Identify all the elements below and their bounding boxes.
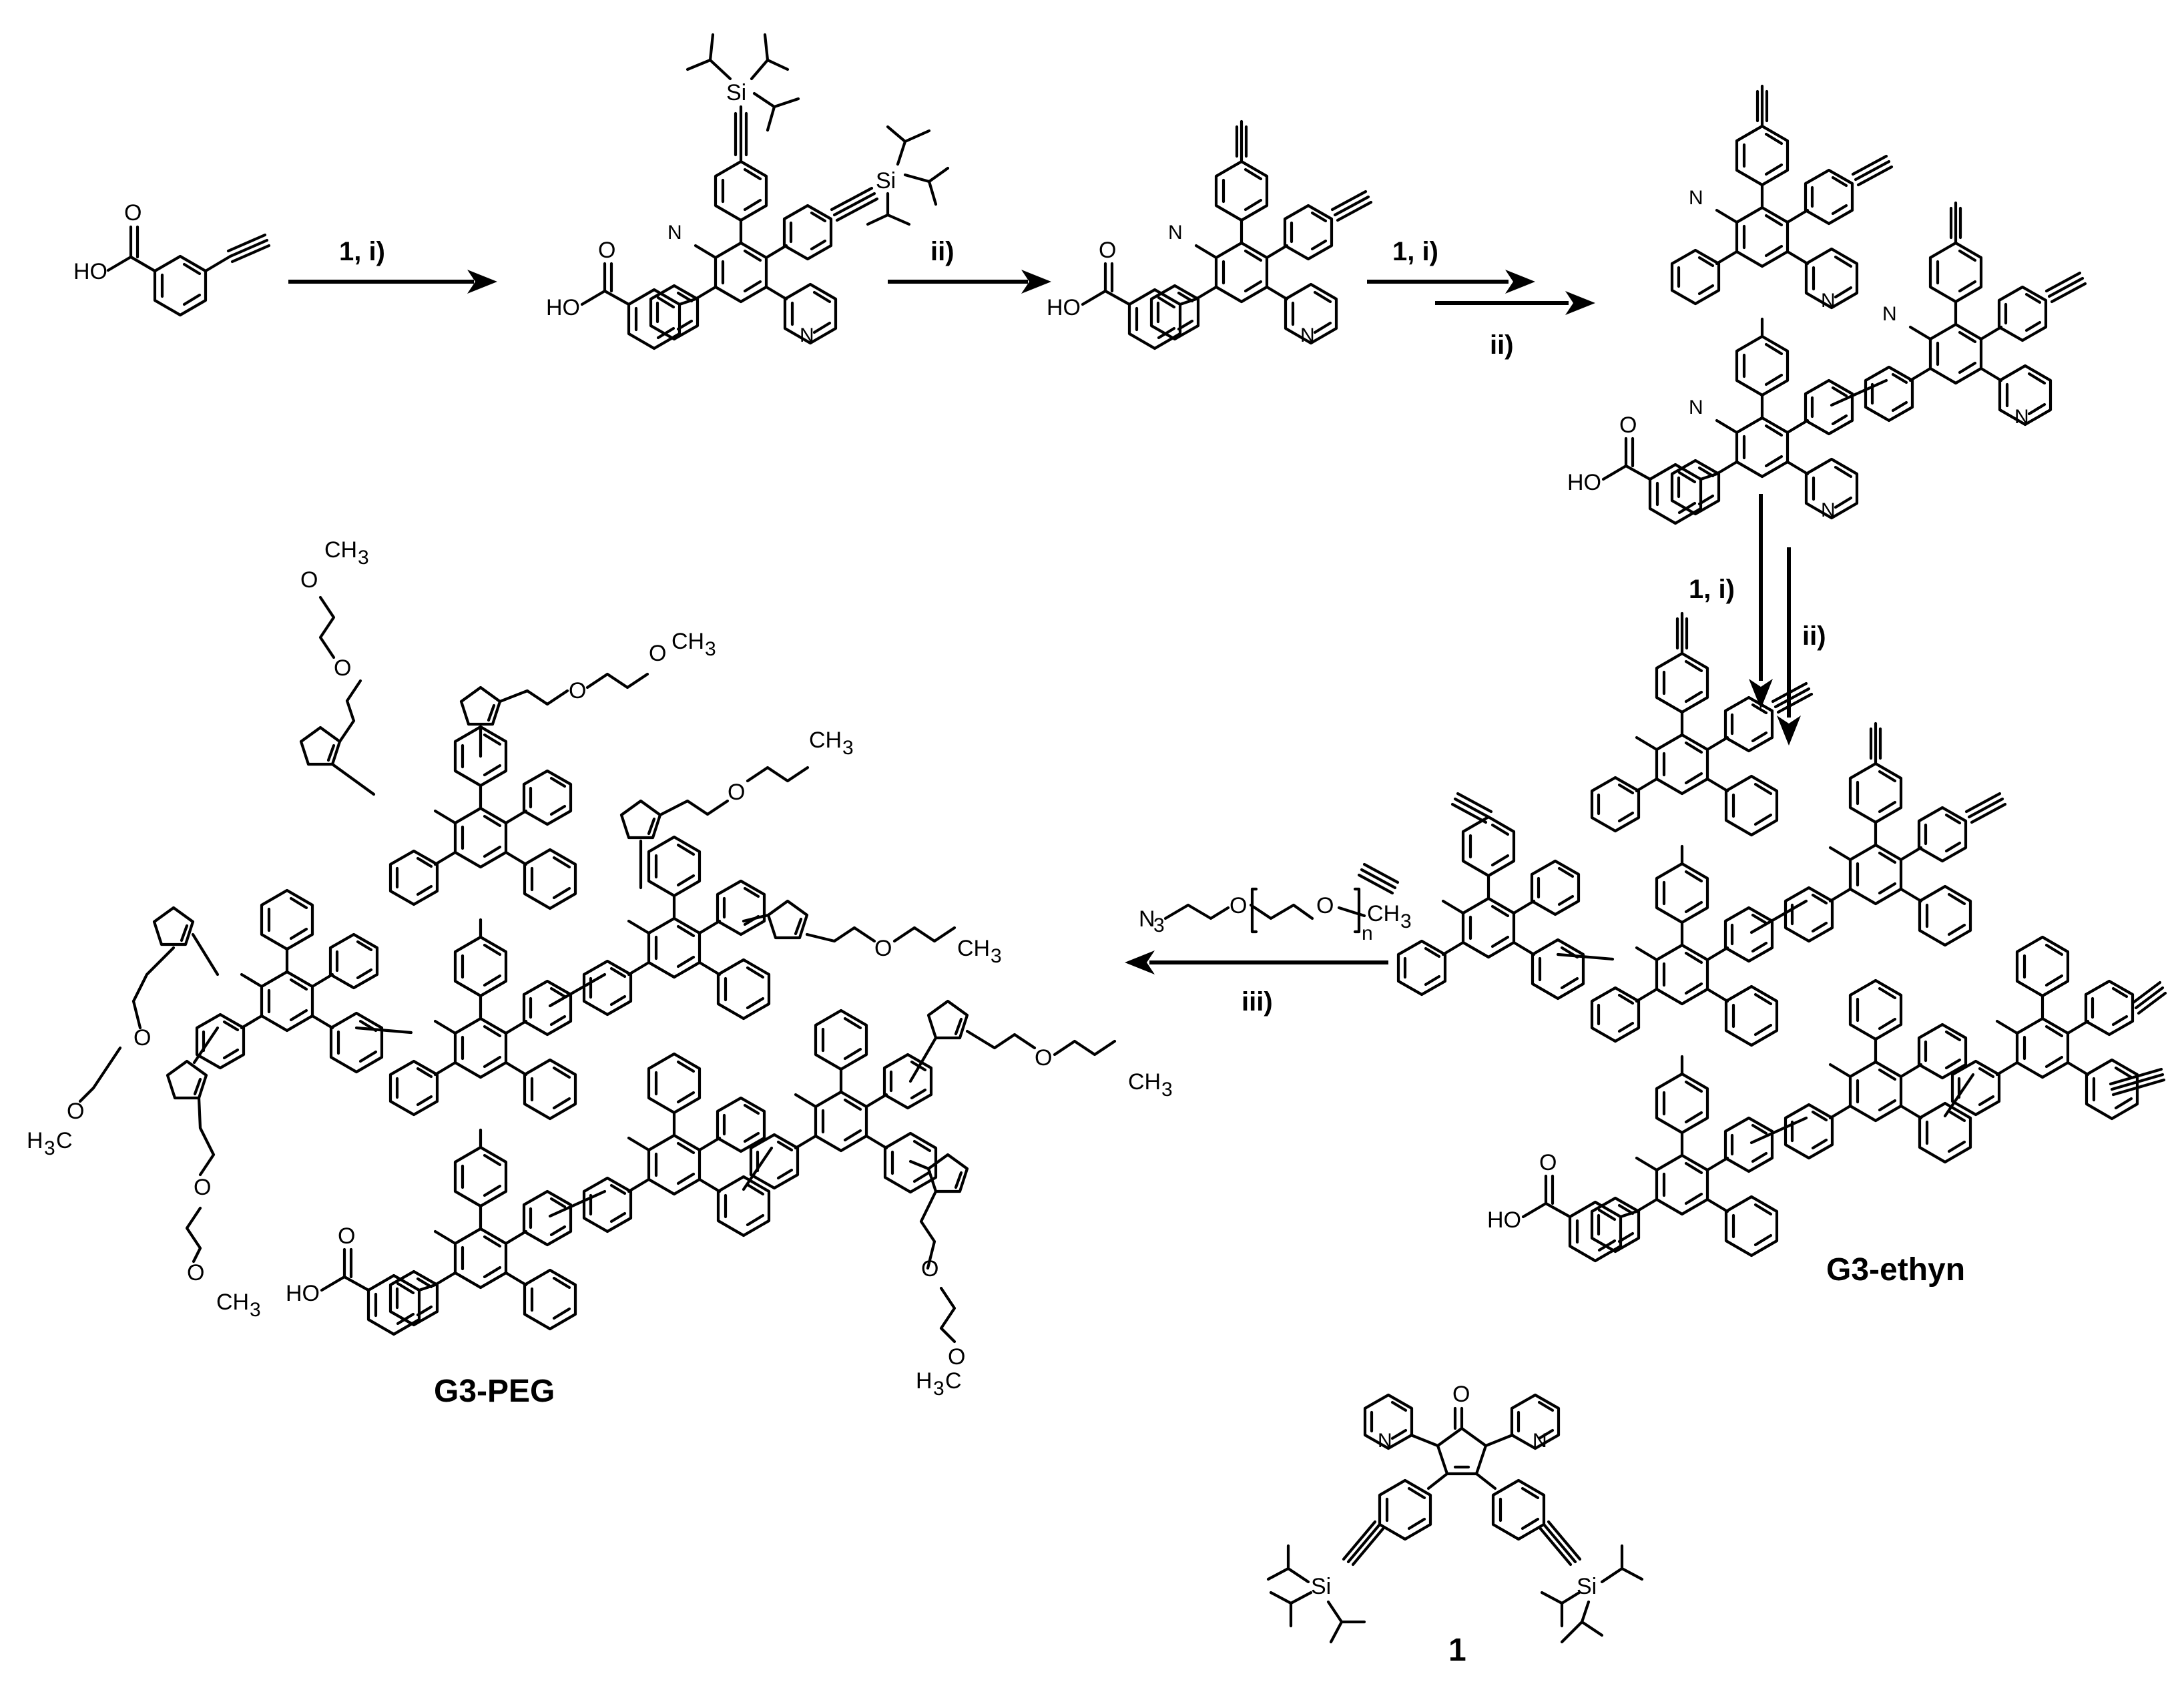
atom-hydroxyl-2: HO [546,295,580,320]
atom-methyl-left-sub-6: 3 [933,1378,944,1400]
atom-oxygen-3: O [1099,238,1116,263]
atom-oxygen-11: O [728,780,745,805]
atom-nitrogen-9: N [1882,303,1897,325]
atom-methyl-sub-2: 3 [358,547,369,569]
condition-step-2: ii) [930,237,954,266]
atom-methyl-left-7: H [27,1128,43,1153]
reagent-1-structure: O N N Si Si 1 [1266,1382,1644,1668]
atom-oxygen-8: O [649,641,666,666]
atom-nitrogen-reagent-1: N [1378,1430,1392,1452]
g3-peg-structure: O HO O O CH 3 O O CH 3 O CH [27,537,1173,1409]
atom-methyl-5: CH [1128,1069,1161,1095]
atom-oxygen-5: O [1539,1150,1557,1175]
peg-azide-reagent: N 3 O O n CH 3 [1139,887,1412,944]
atom-oxygen-19: O [187,1260,204,1286]
atom-methyl-8: CH [216,1290,249,1315]
start-material-structure: O HO [73,200,271,315]
reaction-arrow-5: iii) N 3 O O n CH 3 [1125,887,1412,1017]
atom-nitrogen-2: N [800,324,814,346]
atom-nitrogen-4: N [1300,324,1315,346]
atom-oxygen-7: O [569,678,586,703]
condition-step-5: iii) [1242,987,1273,1017]
reaction-arrow-4: 1, i) ii) [1689,494,1826,746]
atom-oxygen-16: O [133,1025,151,1051]
atom-nitrogen-10: N [2014,406,2029,428]
atom-oxygen-ketone: O [1452,1382,1470,1407]
condition-step-3b: ii) [1490,330,1514,360]
atom-methyl-left-c-6: C [945,1368,962,1394]
condition-step-3a: 1, i) [1392,237,1438,266]
atom-hydroxyl-5: HO [1487,1207,1521,1233]
atom-oxygen-10: O [300,567,318,593]
atom-methyl-sub-5: 3 [1161,1079,1173,1101]
g3-ethyn-structure: O HO G3-ethyn [1357,613,2167,1288]
atom-nitrogen-6: N [1821,499,1836,521]
atom-oxygen-18: O [194,1175,211,1200]
atom-nitrogen-5: N [1689,396,1703,418]
atom-methyl-left-c-7: C [56,1128,73,1153]
reaction-arrow-3: 1, i) ii) [1367,237,1595,360]
condition-step-1: 1, i) [339,237,385,266]
atom-oxygen-17: O [67,1099,84,1124]
atom-methyl-1: CH [671,629,704,654]
atom-methyl-3: CH [809,728,842,753]
label-reagent-1: 1 [1448,1633,1466,1668]
atom-nitrogen-1: N [667,222,682,244]
atom-oxygen-1: O [124,200,142,226]
atom-silicon-reagent-1: Si [1311,1574,1331,1599]
atom-methyl-left-6: H [916,1368,932,1394]
atom-hydroxyl-3: HO [1047,295,1081,320]
reagent-azide-sub: 3 [1153,914,1165,936]
atom-silicon-1: Si [726,80,746,105]
condition-step-4a: 1, i) [1689,575,1735,604]
g2-ethyn-structure: O HO N N N N N N [1567,86,2087,523]
atom-nitrogen-7: N [1689,187,1703,209]
atom-methyl-left-sub-7: 3 [44,1137,55,1159]
atom-methyl-sub-3: 3 [842,737,854,759]
atom-hydroxyl-4: HO [1567,470,1601,495]
atom-nitrogen-3: N [1168,222,1183,244]
reaction-arrow-2: ii) [888,237,1051,294]
intermediate-tips-structure: O HO N N Si Si [546,33,950,348]
atom-methyl-sub-1: 3 [705,638,716,660]
reagent-repeat-n: n [1362,922,1373,944]
atom-methyl-4: CH [957,936,990,961]
g1-ethyn-structure: O HO N N [1047,121,1373,348]
condition-step-4b: ii) [1802,621,1826,651]
atom-silicon-reagent-2: Si [1577,1574,1597,1599]
atom-methyl-2: CH [324,537,357,563]
atom-oxygen-9: O [334,655,351,681]
reagent-oxygen-2: O [1316,893,1334,918]
reagent-methyl-sub: 3 [1400,910,1412,932]
atom-nitrogen-reagent-2: N [1533,1430,1547,1452]
label-g3-peg: G3-PEG [434,1374,555,1409]
atom-oxygen-2: O [598,238,615,263]
atom-nitrogen-8: N [1821,290,1836,312]
atom-hydroxyl-6: HO [286,1281,320,1306]
atom-methyl-sub-4: 3 [991,945,1002,967]
atom-oxygen-15: O [948,1344,965,1370]
reaction-arrow-1: 1, i) [288,237,497,294]
reagent-methyl: CH [1367,901,1400,926]
atom-oxygen-6: O [338,1223,355,1249]
reagent-azide-n: N [1139,906,1155,932]
reagent-oxygen-1: O [1230,893,1247,918]
atom-oxygen-12: O [874,936,892,961]
atom-oxygen-14: O [921,1256,938,1282]
atom-oxygen-13: O [1035,1045,1052,1071]
atom-methyl-sub-8: 3 [250,1299,261,1321]
atom-hydroxyl-1: HO [73,259,107,284]
atom-oxygen-4: O [1619,412,1637,438]
atom-silicon-2: Si [876,168,896,194]
label-g3-ethyn: G3-ethyn [1826,1252,1965,1288]
